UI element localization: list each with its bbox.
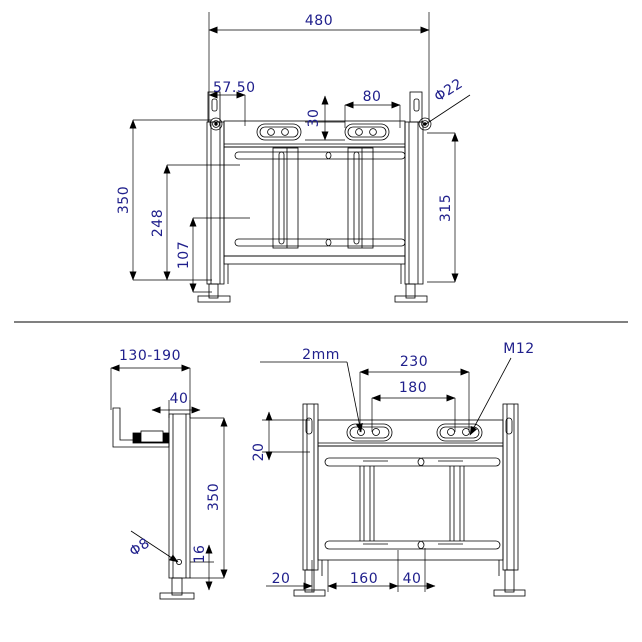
rear-right-post <box>502 403 519 571</box>
dim-2mm-leader <box>260 361 363 433</box>
dim-dia8-leader <box>130 530 179 563</box>
upper-slot-left <box>234 151 332 160</box>
rear-fixing-slot-right <box>436 423 483 442</box>
left-foot <box>197 283 231 303</box>
right-foot <box>394 283 428 303</box>
dim-label-30: 30 <box>306 109 322 128</box>
vertical-rail-right <box>347 147 374 249</box>
upper-slot-right <box>325 151 406 160</box>
lower-slot-left <box>234 238 332 247</box>
dim-label-dia8: Φ8 <box>127 535 153 560</box>
fixing-slot-left <box>256 123 302 141</box>
rear-vertical-rail-left <box>359 466 375 541</box>
dim-16 <box>190 544 214 591</box>
side-upright-leg <box>168 413 191 579</box>
rear-right-foot <box>493 569 526 597</box>
rear-lower-slot-left <box>324 540 425 550</box>
vertical-rail-left <box>272 147 299 249</box>
fixing-slot-right <box>344 123 390 141</box>
dim-label-m12: M12 <box>503 341 534 357</box>
right-upright-post <box>404 121 424 285</box>
dim-label-20-bottom: 20 <box>272 571 291 587</box>
dim-label-20-vertical: 20 <box>251 443 267 462</box>
left-pivot-hole <box>209 117 223 131</box>
rear-view <box>260 357 526 597</box>
dim-label-160: 160 <box>350 571 378 587</box>
side-foot <box>159 577 195 600</box>
dim-30 <box>305 95 345 141</box>
dim-m12-leader <box>469 357 512 436</box>
dim-180 <box>371 394 456 432</box>
side-lower-hole <box>175 559 182 566</box>
right-bracket-ear <box>409 91 423 123</box>
dim-dia22-leader <box>425 94 471 125</box>
dim-label-107: 107 <box>176 241 192 269</box>
dim-20-vertical <box>262 411 310 461</box>
dim-80 <box>344 101 401 128</box>
dim-label-40-bottom: 40 <box>403 571 422 587</box>
dim-20-bottom <box>266 560 313 592</box>
dim-248 <box>163 164 240 281</box>
rear-upper-slot-right <box>417 457 501 467</box>
dim-label-16: 16 <box>192 545 208 564</box>
dim-label-248: 248 <box>150 209 166 237</box>
front-view <box>129 12 471 303</box>
side-view <box>110 364 228 600</box>
dim-label-180: 180 <box>399 380 427 396</box>
lower-slot-right <box>325 238 406 247</box>
rear-left-foot <box>293 569 326 597</box>
dim-label-315: 315 <box>438 194 454 222</box>
dim-label-2mm: 2mm <box>302 347 340 363</box>
dimension-labels: 480 57.50 30 80 Φ22 350 248 107 315 130-… <box>116 13 534 587</box>
rear-upper-slot-left <box>324 457 425 467</box>
right-pivot-hole <box>418 117 432 131</box>
rear-lower-slot-right <box>417 540 501 550</box>
rear-frame-body <box>317 419 504 576</box>
dim-label-130-190: 130-190 <box>119 348 181 364</box>
dim-label-40-leg: 40 <box>170 391 189 407</box>
dim-label-80: 80 <box>363 89 382 105</box>
dim-label-230: 230 <box>400 354 428 370</box>
dim-230 <box>359 368 470 432</box>
rear-vertical-rail-right <box>449 466 465 541</box>
dim-label-57-50: 57.50 <box>213 80 256 96</box>
rear-left-post <box>302 403 319 571</box>
left-bracket-ear <box>207 91 221 123</box>
dim-160-40 <box>327 548 436 592</box>
dim-480 <box>208 12 430 122</box>
dim-label-480: 480 <box>305 13 333 29</box>
left-upright-post <box>206 121 225 285</box>
dim-315 <box>427 132 459 283</box>
dim-107 <box>189 217 250 293</box>
rear-fixing-slot-left <box>346 423 393 442</box>
hook-clamp-block <box>132 430 170 444</box>
dim-label-350: 350 <box>116 186 132 214</box>
dim-350 <box>129 119 212 281</box>
dim-label-350-side: 350 <box>206 483 222 511</box>
frame-body <box>223 120 406 284</box>
